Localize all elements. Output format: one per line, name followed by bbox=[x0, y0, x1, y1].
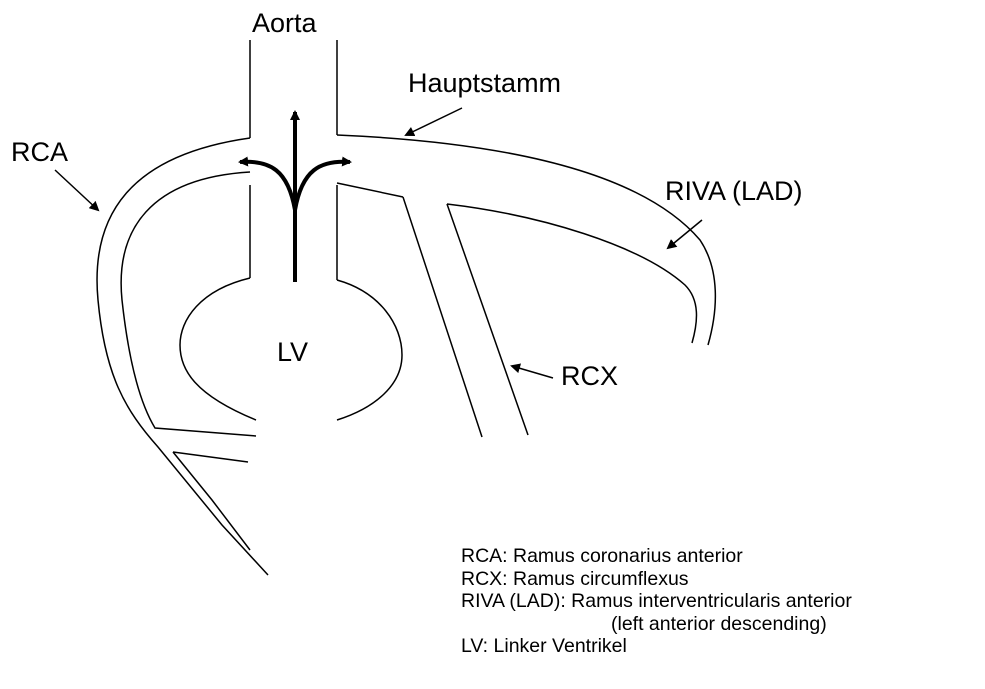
legend-item-lv: LV: Linker Ventrikel bbox=[461, 635, 852, 658]
legend-item-rca: RCA: Ramus coronarius anterior bbox=[461, 545, 852, 568]
legend-item-rcx: RCX: Ramus circumflexus bbox=[461, 568, 852, 591]
hauptstamm-pointer-arrow bbox=[406, 108, 462, 135]
rcx-label: RCX bbox=[561, 361, 618, 392]
flow-arrow-right bbox=[295, 162, 350, 210]
hauptstamm-lower-wall bbox=[337, 183, 403, 197]
rca-branch-inner-wall bbox=[173, 452, 250, 550]
rcx-right-wall bbox=[447, 204, 528, 435]
lv-label: LV bbox=[277, 337, 308, 368]
legend-item-riva-note: (left anterior descending) bbox=[461, 613, 852, 636]
rca-inner-wall bbox=[121, 172, 256, 436]
riva-inner-wall bbox=[447, 204, 696, 343]
rca-label: RCA bbox=[11, 137, 68, 168]
rca-outer-wall bbox=[97, 138, 268, 575]
legend: RCA: Ramus coronarius anterior RCX: Ramu… bbox=[461, 545, 852, 658]
lv-left-wall bbox=[180, 278, 256, 420]
legend-item-riva: RIVA (LAD): Ramus interventricularis ant… bbox=[461, 590, 852, 613]
lv-right-wall bbox=[337, 280, 402, 420]
riva-label: RIVA (LAD) bbox=[665, 176, 803, 207]
rca-pointer-arrow bbox=[55, 170, 98, 210]
flow-arrow-left bbox=[240, 162, 295, 210]
hauptstamm-outer-wall bbox=[337, 135, 715, 345]
aorta-label: Aorta bbox=[252, 8, 317, 39]
rcx-pointer-arrow bbox=[512, 366, 553, 378]
rcx-left-wall bbox=[403, 197, 482, 437]
rca-branch-lower-wall bbox=[173, 452, 248, 462]
hauptstamm-label: Hauptstamm bbox=[408, 68, 561, 99]
